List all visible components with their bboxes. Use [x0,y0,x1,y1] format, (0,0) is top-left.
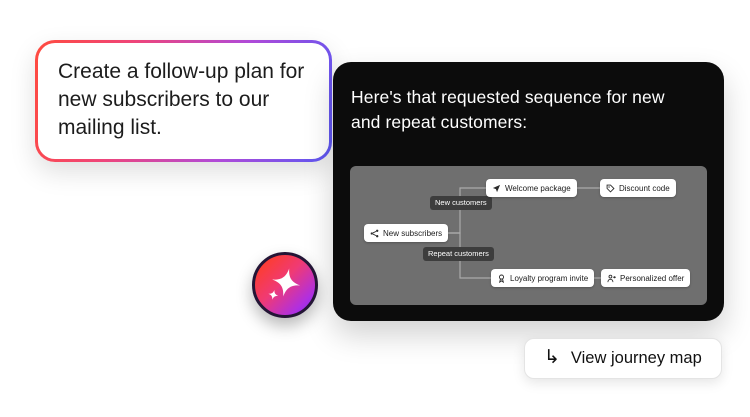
flow-node-label: Personalized offer [620,273,685,283]
tag-icon [606,184,615,193]
assistant-response-card: Here's that requested sequence for new a… [333,62,724,321]
share-icon [370,229,379,238]
user-arrow-icon [607,274,616,283]
flow-node-label: Loyalty program invite [510,273,589,283]
view-journey-map-label: View journey map [570,349,702,367]
flow-node-label: Welcome package [505,183,571,193]
ai-assistant-badge [252,252,318,318]
flow-node-new-subscribers: New subscribers [364,224,449,242]
branch-label-new-customers: New customers [430,196,492,210]
flow-node-welcome-package: Welcome package [486,179,577,197]
sparkle-star-icon [265,265,305,305]
flow-node-label: Discount code [619,183,670,193]
flow-node-loyalty-program-invite: Loyalty program invite [491,269,595,287]
journey-flow-preview: New subscribers New customers Repeat cus… [350,166,707,305]
branch-label-repeat-customers: Repeat customers [423,247,494,261]
assistant-heading: Here's that requested sequence for new a… [351,87,665,132]
user-prompt-bubble: Create a follow-up plan for new subscrib… [35,40,332,162]
view-journey-map-button[interactable]: ↳ View journey map [524,338,722,379]
branch-arrow-icon: ↳ [544,347,560,368]
send-icon [492,184,501,193]
flow-node-discount-code: Discount code [600,179,676,197]
flow-node-personalized-offer: Personalized offer [601,269,691,287]
user-prompt-text: Create a follow-up plan for new subscrib… [38,43,329,159]
flow-node-label: New subscribers [383,228,443,238]
award-icon [497,274,506,283]
